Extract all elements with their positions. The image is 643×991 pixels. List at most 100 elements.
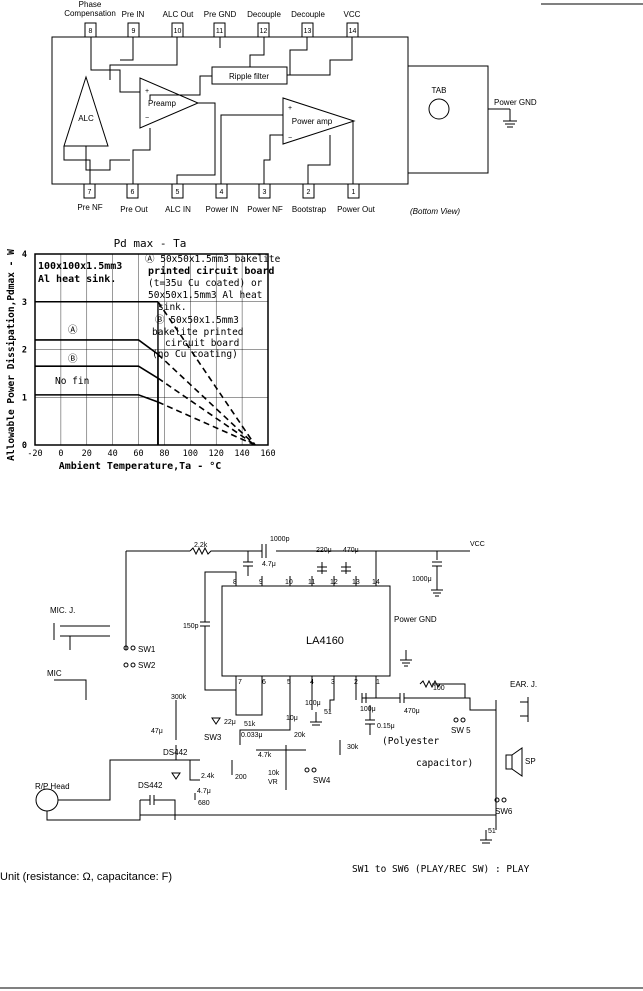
x-tick-label: 160 (260, 449, 275, 459)
ic-pin7: 7 (238, 679, 242, 686)
comp-0.033u: 0.033μ (241, 732, 263, 739)
ripple-label: Ripple filter (229, 72, 269, 81)
pin2-num: 2 (307, 189, 311, 196)
tab-block (407, 65, 489, 174)
sw5-label: SW 5 (451, 726, 471, 735)
x-tick-label: 100 (183, 449, 198, 459)
sw6-label: SW6 (495, 807, 513, 816)
x-tick-label: -20 (27, 449, 42, 459)
y-tick-label: 2 (22, 346, 27, 356)
sw2-label: SW2 (138, 661, 156, 670)
ic-body (51, 36, 409, 185)
ic-pin11: 11 (308, 579, 315, 586)
sw3-label: SW3 (204, 733, 222, 742)
comp-51-b: 51 (488, 828, 496, 835)
power-gnd-label: Power GND (494, 98, 537, 107)
heat-sink-note-1: 100x100x1.5mm3 (38, 261, 122, 272)
x-tick-label: 40 (108, 449, 118, 459)
comp-2.2k: 2.2k (194, 542, 208, 549)
pin13-label: Decouple (291, 10, 325, 19)
sp-label: SP (525, 757, 536, 766)
alc-block (63, 75, 109, 147)
pin6-num: 6 (131, 189, 135, 196)
pin5-label: ALC IN (165, 205, 191, 214)
series-line-solid (35, 394, 159, 403)
heat-sink-note-2: Al heat sink. (38, 273, 116, 285)
block-diagram-labels: Phase Compensation Pre IN ALC Out Pre GN… (64, 0, 537, 216)
capacitor-label: capacitor) (416, 758, 473, 769)
x-tick-label: 80 (159, 449, 169, 459)
comp-vr: VR (268, 779, 278, 786)
pin7-num: 7 (88, 189, 92, 196)
comp-4.7u: 4.7μ (262, 561, 276, 568)
comp-0.15u: 0.15μ (377, 723, 395, 730)
y-tick-label: 0 (22, 441, 27, 451)
chart-annotations: 100x100x1.5mm3 Al heat sink. Ⓐ 50x50x1.5… (38, 254, 281, 387)
pin3-label: Power NF (247, 205, 283, 214)
b-mark: Ⓑ (68, 354, 78, 365)
a-note-2: printed circuit board (148, 265, 274, 277)
tab-hole (428, 98, 450, 120)
pin9-label: Pre IN (122, 10, 145, 19)
ic-name: LA4160 (306, 635, 344, 647)
poweramp-minus: − (288, 135, 292, 142)
ic-pin6: 6 (262, 679, 266, 686)
comp-4.7k: 4.7k (258, 752, 272, 759)
pin12-num: 12 (260, 28, 268, 35)
series-line-dashed (157, 377, 256, 446)
comp-51k: 51k (244, 721, 256, 728)
pin10-label: ALC Out (163, 10, 194, 19)
x-tick-label: 0 (58, 449, 63, 459)
comp-4.7u-b: 4.7μ (197, 788, 211, 795)
pin2-label: Bootstrap (292, 205, 327, 214)
poweramp-block (282, 97, 356, 145)
preamp-minus: − (145, 115, 149, 122)
pin5-num: 5 (176, 189, 180, 196)
unit-note: Unit (resistance: Ω, capacitance: F) (0, 871, 172, 883)
y-tick-label: 1 (22, 393, 27, 403)
circuit-labels: LA4160 VCC Power GND 8 9 10 11 12 13 14 … (35, 536, 537, 835)
pin13-num: 13 (304, 28, 312, 35)
b-note-2: bakelite printed (152, 327, 244, 338)
a-note-5: sink. (158, 302, 187, 313)
comp-100u-b: 100μ (360, 706, 376, 713)
x-axis-label: Ambient Temperature,Ta - °C (59, 460, 222, 472)
no-fin-label: No fin (55, 376, 89, 387)
comp-2.4k: 2.4k (201, 773, 215, 780)
preamp-label: Preamp (148, 99, 177, 108)
comp-47u: 47μ (151, 728, 163, 735)
comp-470u-b: 470μ (404, 708, 420, 715)
comp-220u: 220μ (316, 547, 332, 554)
x-tick-label: 60 (133, 449, 143, 459)
ds442-b-label: DS442 (138, 781, 163, 790)
sw4-label: SW4 (313, 776, 331, 785)
comp-470u: 470μ (343, 547, 359, 554)
ic-pin10: 10 (285, 579, 293, 586)
comp-51: 51 (324, 709, 332, 716)
series-line-solid (35, 339, 159, 355)
pin9-num: 9 (132, 28, 136, 35)
comp-10u: 10μ (286, 715, 298, 722)
b-note-3: circuit board (165, 338, 239, 349)
comp-1000u: 1000μ (412, 576, 432, 583)
pin7-label: Pre NF (77, 203, 102, 212)
ds442-a-label: DS442 (163, 748, 188, 757)
series-line-dashed (157, 353, 256, 446)
ear-jack-label: EAR. J. (510, 680, 537, 689)
series-line-solid (35, 365, 159, 379)
pin12-label: Decouple (247, 10, 281, 19)
comp-30k: 30k (347, 744, 359, 751)
comp-22u: 22μ (224, 719, 236, 726)
ic-pin2: 2 (354, 679, 358, 686)
pin8-label-a: Phase (79, 0, 102, 9)
series-line-dashed (157, 301, 256, 446)
pin4-label: Power IN (206, 205, 239, 214)
sw-note: SW1 to SW6 (PLAY/REC SW) : PLAY (352, 864, 530, 875)
poweramp-plus: + (288, 105, 292, 112)
sw1-label: SW1 (138, 645, 156, 654)
pin8-label-b: Compensation (64, 9, 116, 18)
pin10-num: 10 (174, 28, 182, 35)
x-tick-label: 120 (209, 449, 224, 459)
